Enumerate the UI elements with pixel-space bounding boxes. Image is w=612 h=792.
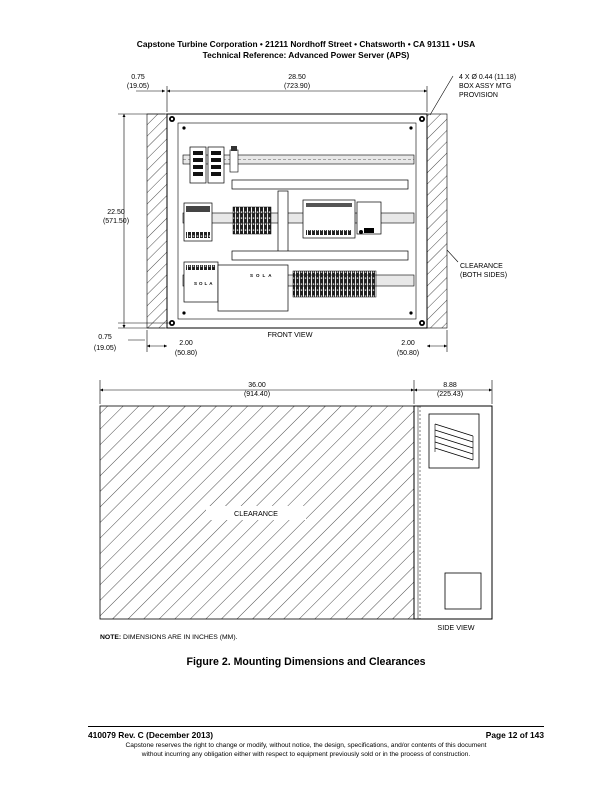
dim-left-bottom-mm: (19.05): [94, 345, 116, 352]
dim-clear-width: 36.00: [248, 382, 266, 389]
mounting-hole-icons: [169, 116, 425, 326]
dim-left-top-mm: (19.05): [127, 83, 149, 90]
footer-doc-id: 410079 Rev. C (December 2013): [88, 730, 214, 740]
footer-divider: [88, 726, 544, 727]
figure-caption: Figure 2. Mounting Dimensions and Cleara…: [186, 656, 426, 668]
mtg-note-line-3: PROVISION: [459, 92, 498, 99]
dimension-note: NOTE: DIMENSIONS ARE IN INCHES (MM).: [100, 634, 237, 641]
right-clearance-hatch: [426, 113, 448, 329]
left-clearance-hatch: [146, 113, 168, 329]
front-view-dimensions: [118, 75, 459, 352]
footer-disclaimer: Capstone reserves the right to change or…: [0, 741, 612, 759]
side-view-label: SIDE VIEW: [437, 623, 474, 632]
relay-module-icons: [189, 146, 239, 184]
footer-page-number: Page 12 of 143: [485, 730, 544, 740]
header-company-line: Capstone Turbine Corporation • 21211 Nor…: [136, 39, 476, 49]
front-view-label: FRONT VIEW: [268, 330, 313, 339]
dim-left-bottom: 0.75: [98, 334, 112, 341]
dim-right-clear-mm: (50.80): [397, 350, 419, 357]
sola-brand-label-2: SOLA: [194, 281, 215, 286]
terminal-block-group-middle: [232, 206, 272, 235]
back-panel: [177, 122, 417, 320]
mtg-note-line-2: BOX ASSY MTG: [459, 83, 511, 90]
front-view: SOLA SOLA: [94, 74, 516, 357]
dim-clear-width-mm: (914.40): [244, 391, 270, 398]
side-view: 36.00 (914.40) 8.88 (225.43) CLEARANCE S…: [99, 380, 493, 632]
note-text: DIMENSIONS ARE IN INCHES (MM).: [123, 634, 238, 641]
vertical-wire-duct: [277, 190, 289, 253]
dim-left-top: 0.75: [131, 74, 145, 81]
sola-brand-label-1: SOLA: [250, 273, 275, 278]
controller-module-icon: [302, 199, 382, 239]
sola-power-supply-icon: [183, 261, 289, 312]
wire-duct-top: [231, 179, 409, 190]
dim-depth-mm: (225.43): [437, 391, 463, 398]
dim-width: 28.50: [288, 74, 306, 81]
terminal-block-group-bottom: [292, 270, 377, 298]
vent-louver-icon: [428, 413, 480, 469]
disclaimer-line-2: without incurring any obligation either …: [141, 751, 471, 758]
note-label: NOTE:: [100, 634, 122, 641]
dim-right-clear: 2.00: [401, 340, 415, 347]
dim-width-mm: (723.90): [284, 83, 310, 90]
side-clearance-label: CLEARANCE: [234, 509, 278, 518]
wire-duct-middle: [231, 250, 409, 261]
mtg-note-line-1: 4 X Ø 0.44 (11.18): [459, 74, 516, 81]
dim-left-clear: 2.00: [179, 340, 193, 347]
dim-height: 22.50: [107, 209, 125, 216]
dim-height-mm: (571.50): [103, 218, 129, 225]
header-document-title: Technical Reference: Advanced Power Serv…: [202, 50, 410, 60]
dim-left-clear-mm: (50.80): [175, 350, 197, 357]
din-rail-middle: [182, 212, 415, 224]
disclaimer-line-1: Capstone reserves the right to change or…: [125, 742, 487, 749]
dim-depth: 8.88: [443, 382, 457, 389]
clearance-label-1: CLEARANCE: [460, 263, 503, 270]
clearance-label-2: (BOTH SIDES): [460, 272, 507, 279]
side-access-panel: [444, 572, 482, 610]
power-supply-icon: [183, 202, 213, 242]
